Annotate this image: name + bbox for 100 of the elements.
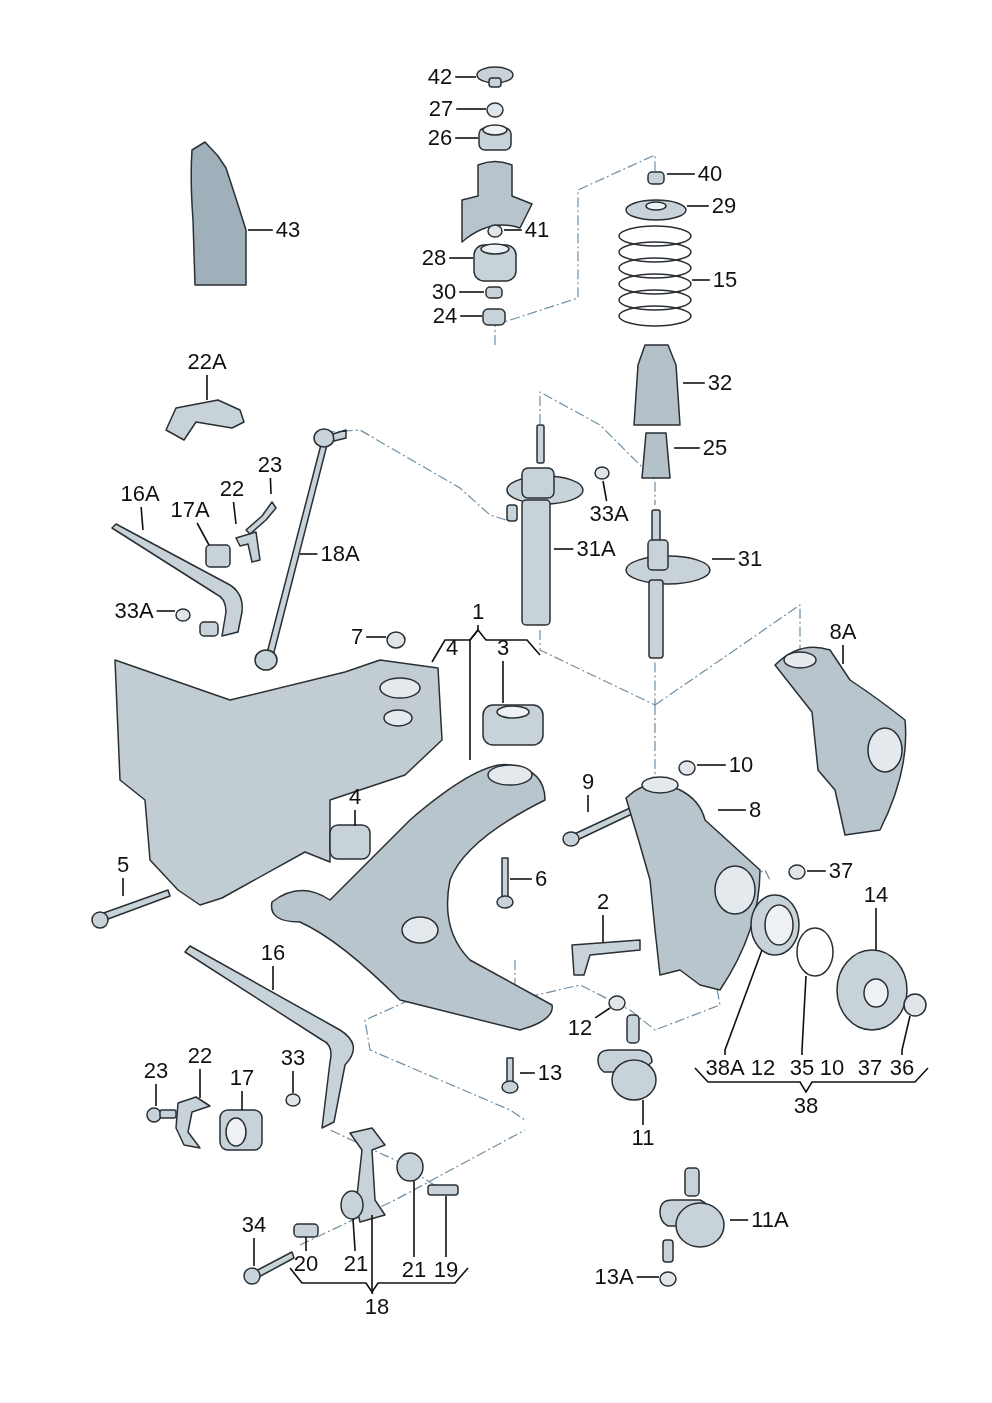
callout-number: 22	[187, 1045, 213, 1067]
leader-line	[635, 1276, 660, 1278]
leader-line	[696, 764, 727, 766]
callout-number: 33	[280, 1047, 306, 1069]
leader-line	[206, 374, 208, 401]
leader-line	[454, 76, 477, 78]
leader-line	[247, 229, 274, 231]
callout-number: 33A	[589, 503, 629, 525]
callout-number: 20	[293, 1253, 319, 1275]
leader-line	[717, 809, 747, 811]
leader-line	[502, 660, 504, 704]
callout-number: 22	[219, 478, 245, 500]
callout-number: 12	[750, 1057, 776, 1079]
leader-line	[602, 480, 608, 502]
callout-number: 4	[445, 637, 459, 659]
leader-line	[196, 522, 210, 546]
callout-number: 21	[343, 1253, 369, 1275]
callout-number: 32	[707, 372, 733, 394]
callout-number: 12	[567, 1017, 593, 1039]
callout-number: 10	[819, 1057, 845, 1079]
callout-number: 17	[229, 1067, 255, 1089]
callout-number: 31	[737, 548, 763, 570]
leader-line	[122, 877, 124, 897]
callout-number: 29	[711, 195, 737, 217]
callout-number: 40	[697, 163, 723, 185]
callout-number: 18A	[320, 543, 360, 565]
callout-number: 34	[241, 1214, 267, 1236]
leader-line	[553, 548, 575, 550]
callout-number: 33A	[114, 600, 154, 622]
callout-number: 21	[401, 1259, 427, 1281]
callout-number: 23	[257, 454, 283, 476]
leader-line	[140, 506, 144, 531]
callout-number: 22A	[187, 351, 227, 373]
callout-number: 35	[789, 1057, 815, 1079]
callout-number: 13A	[594, 1266, 634, 1288]
leader-line	[806, 870, 827, 872]
leader-line	[801, 975, 807, 1056]
leader-line	[602, 914, 604, 943]
callout-number: 19	[433, 1259, 459, 1281]
leader-line	[673, 447, 701, 449]
callout-number: 4	[348, 786, 362, 808]
callout-number: 8A	[829, 621, 857, 643]
leader-line	[269, 477, 272, 495]
callout-number: 41	[524, 219, 550, 241]
leader-line	[901, 1015, 911, 1056]
leader-line	[253, 1237, 255, 1267]
leader-line	[503, 229, 523, 231]
callout-number: 43	[275, 219, 301, 241]
callout-number: 31A	[576, 538, 616, 560]
callout-number: 38A	[705, 1057, 745, 1079]
callout-number: 42	[427, 66, 453, 88]
callout-number: 1	[471, 601, 485, 623]
callout-number: 30	[431, 281, 457, 303]
callout-number: 13	[537, 1062, 563, 1084]
callout-number: 27	[428, 98, 454, 120]
leader-line	[448, 257, 474, 259]
callout-number: 25	[702, 437, 728, 459]
leader-line	[711, 558, 736, 560]
callout-number: 3	[496, 637, 510, 659]
leader-line	[455, 108, 487, 110]
leader-line	[842, 644, 844, 665]
callout-number: 9	[581, 771, 595, 793]
leader-line	[354, 809, 356, 827]
callout-number: 8	[748, 799, 762, 821]
leader-line	[305, 1236, 307, 1252]
leader-line	[155, 1083, 157, 1107]
callout-number: 2	[596, 891, 610, 913]
leader-line	[875, 907, 877, 951]
leader-line	[459, 315, 483, 317]
leader-line	[272, 965, 274, 991]
callout-number: 26	[427, 127, 453, 149]
callout-number: 10	[728, 754, 754, 776]
leader-line	[509, 878, 533, 880]
callout-number: 16A	[120, 483, 160, 505]
leader-line	[519, 1072, 536, 1074]
callout-number: 16	[260, 942, 286, 964]
callout-number: 17A	[170, 499, 210, 521]
leader-line	[232, 501, 237, 525]
callout-number: 18	[364, 1296, 390, 1318]
callout-number: 28	[421, 247, 447, 269]
leader-line	[241, 1090, 243, 1111]
leader-line	[454, 137, 479, 139]
leader-line	[292, 1070, 294, 1094]
leader-line	[299, 553, 319, 555]
callout-number: 6	[534, 868, 548, 890]
callout-number: 11	[631, 1127, 655, 1149]
leader-line	[729, 1219, 749, 1221]
callout-number: 38	[793, 1095, 819, 1117]
leader-line	[469, 624, 479, 761]
callout-number: 23	[143, 1060, 169, 1082]
callout-number: 37	[828, 860, 854, 882]
leader-line	[458, 291, 485, 293]
leader-line	[199, 1068, 201, 1099]
callout-number: 24	[432, 305, 458, 327]
callout-number: 14	[863, 884, 889, 906]
leader-line	[413, 1180, 415, 1258]
leader-line	[587, 794, 589, 813]
leader-line	[642, 1099, 644, 1126]
leader-line	[724, 949, 763, 1056]
leader-line	[365, 636, 387, 638]
